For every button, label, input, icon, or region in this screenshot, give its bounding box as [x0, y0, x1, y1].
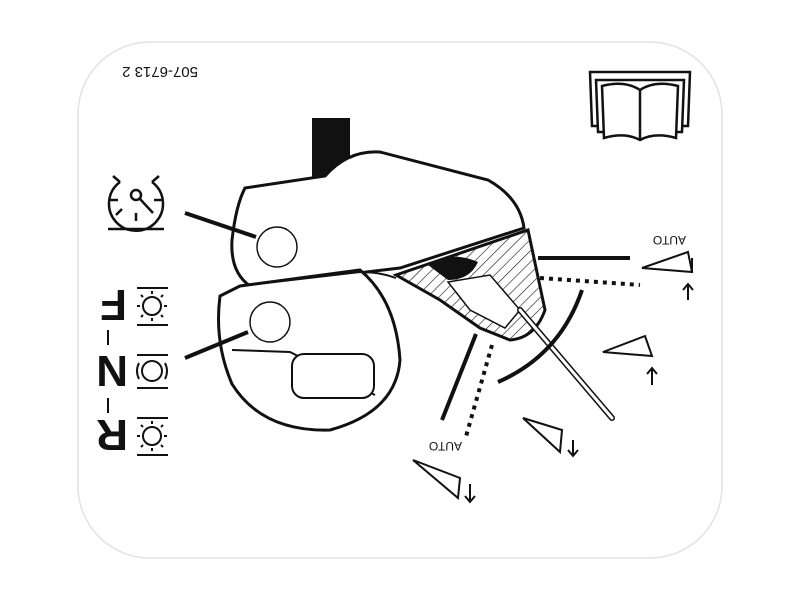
deflector-auto-down-icon [412, 459, 476, 504]
manual-book-icon [588, 70, 692, 142]
part-number: 507-6713 2 [122, 63, 198, 80]
auto-label-right: AUTO [653, 233, 686, 247]
deflector-auto-up-icon [641, 250, 694, 300]
auto-label-left: AUTO [429, 439, 462, 453]
speed-gauge-icon [107, 175, 165, 232]
gear-letter-n: N [96, 346, 128, 395]
black-blob [428, 256, 478, 280]
gear-icons [107, 287, 168, 456]
lower-knob [249, 301, 291, 343]
gear-letter-f: F [100, 280, 127, 329]
deflector-down-icon [522, 417, 579, 458]
lower-window [291, 353, 375, 399]
position-lines [440, 256, 641, 441]
inner-chute [446, 274, 521, 329]
sun-icon-reverse [137, 417, 168, 456]
gear-letter-r: R [96, 410, 128, 459]
pointer-lower [184, 330, 249, 360]
sun-icon-forward [137, 287, 168, 326]
deflector-up-icon [602, 334, 658, 385]
pointer-upper [184, 211, 257, 239]
neutral-circle-icon [136, 354, 168, 389]
upper-knob [256, 226, 298, 268]
